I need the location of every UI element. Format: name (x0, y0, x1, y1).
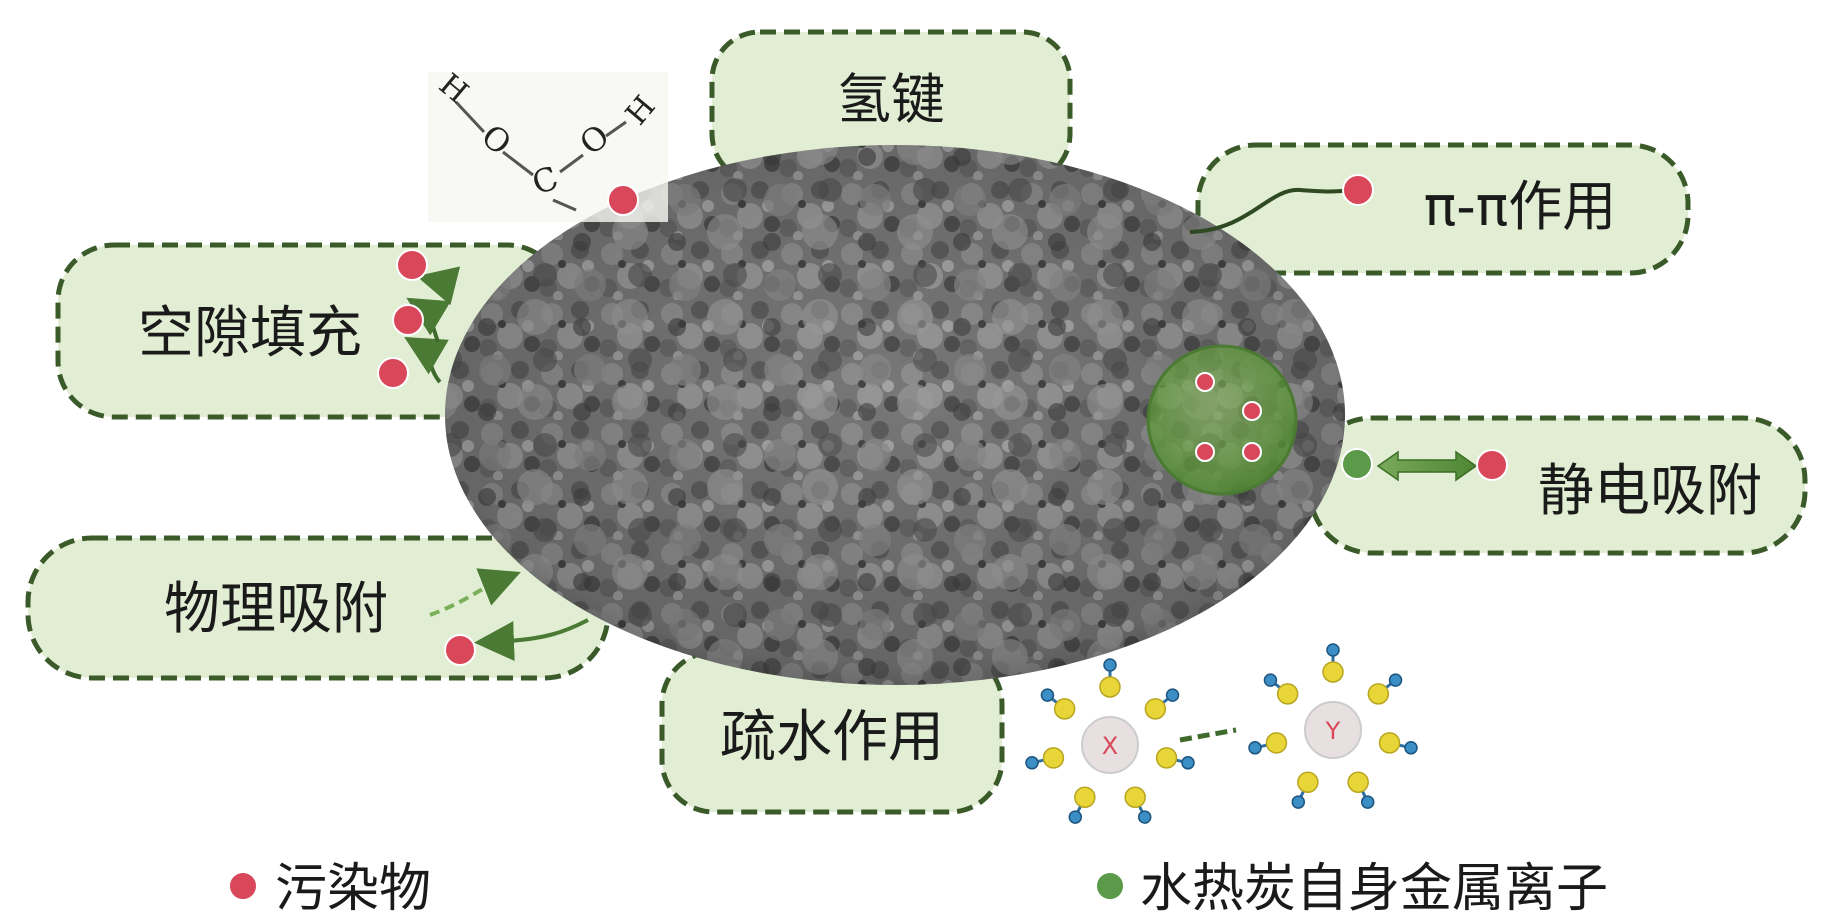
ring-hydroxyl (1069, 811, 1081, 823)
ring-glucose-unit (1278, 684, 1298, 704)
pollutant-dot (1243, 402, 1261, 420)
magnified-pore-lens (1148, 346, 1296, 494)
pollutant-dot (445, 635, 475, 665)
ring-glucose-unit (1266, 733, 1286, 753)
ring-glucose-unit (1298, 772, 1318, 792)
ring-hydroxyl (1249, 742, 1261, 754)
ring-hydroxyl (1139, 811, 1151, 823)
ring-hydroxyl (1362, 796, 1374, 808)
legend-metal-ion-dot (1096, 872, 1124, 900)
ring-hydroxyl (1041, 689, 1053, 701)
ring-glucose-unit (1157, 748, 1177, 768)
ring-hydroxyl (1405, 742, 1417, 754)
metal-ion-dot (1342, 449, 1372, 479)
ring-glucose-unit (1323, 662, 1343, 682)
complex-linker (1180, 730, 1236, 740)
complex-ring-x: X (1082, 717, 1138, 773)
complex-label-y: Y (1325, 717, 1341, 745)
label-physical: 物理吸附 (164, 577, 388, 642)
ring-hydroxyl (1264, 674, 1276, 686)
ring-glucose-unit (1043, 748, 1063, 768)
complex-label-x: X (1102, 732, 1118, 760)
pollutant-dot (378, 358, 408, 388)
ring-hydroxyl (1390, 674, 1402, 686)
ring-hydroxyl (1182, 757, 1194, 769)
label-pi-pi: π-π作用 (1424, 175, 1617, 238)
label-electrostatic: 静电吸附 (1538, 459, 1762, 524)
ring-glucose-unit (1380, 733, 1400, 753)
pollutant-dot (393, 305, 423, 335)
label-hydrophobic: 疏水作用 (720, 705, 944, 770)
complex-ring-y: Y (1305, 702, 1361, 758)
pollutant-dot (397, 250, 427, 280)
legend-metal-ion-label: 水热炭自身金属离子 (1140, 859, 1608, 919)
label-pore-filling: 空隙填充 (138, 301, 362, 366)
ring-hydroxyl (1167, 689, 1179, 701)
legend-pollutant-label: 污染物 (275, 859, 431, 919)
pollutant-dot (1343, 175, 1373, 205)
ring-glucose-unit (1348, 772, 1368, 792)
ring-glucose-unit (1145, 699, 1165, 719)
ring-hydroxyl (1292, 796, 1304, 808)
pollutant-dot (608, 185, 638, 215)
legend-pollutant-dot (229, 872, 257, 900)
ring-glucose-unit (1125, 787, 1145, 807)
label-hydrogen-bond: 氢键 (837, 68, 945, 131)
pollutant-dot (1196, 443, 1214, 461)
ring-hydroxyl (1104, 659, 1116, 671)
pollutant-dot (1243, 443, 1261, 461)
ring-hydroxyl (1327, 644, 1339, 656)
ring-hydroxyl (1026, 757, 1038, 769)
pollutant-dot (1477, 450, 1507, 480)
ring-glucose-unit (1075, 787, 1095, 807)
pollutant-dot (1196, 373, 1214, 391)
ring-glucose-unit (1100, 677, 1120, 697)
ring-glucose-unit (1055, 699, 1075, 719)
ring-glucose-unit (1368, 684, 1388, 704)
